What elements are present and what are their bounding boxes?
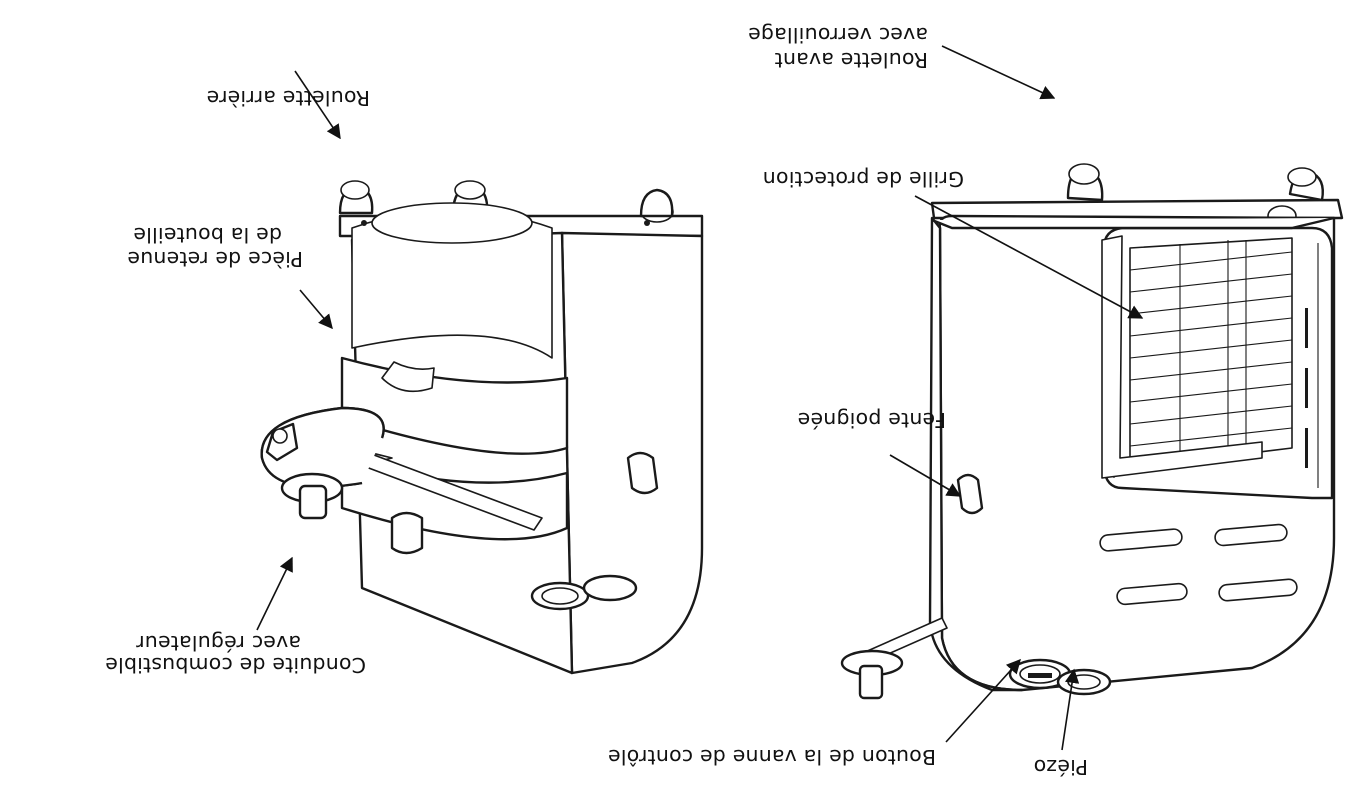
guard-grille (1101, 235, 1308, 479)
rear-wheel-right (338, 180, 374, 215)
front-top-edge (931, 216, 1335, 230)
front-vent-slots (1099, 523, 1298, 606)
label-piezo: Piézo (1033, 755, 1088, 779)
rear-grip-slot (390, 511, 424, 555)
rear-cabinet (560, 231, 704, 675)
rear-knobs (530, 574, 638, 611)
front-fuel-fitting (840, 617, 948, 700)
label-guard-grille: Grille de protection (763, 167, 964, 191)
handle-slot (956, 473, 984, 515)
rear-view-heater (260, 180, 704, 675)
piezo-button (1056, 668, 1112, 696)
rear-handle-slot (626, 451, 659, 495)
leader-lines (256, 45, 1144, 751)
front-side-panel (928, 216, 1024, 692)
front-wheel-left (1287, 167, 1324, 202)
leader-guard-grille (914, 195, 1144, 319)
label-fuel-line-1: Conduite de combustible (105, 653, 366, 677)
label-front-wheel-2: avec verrouillage (748, 23, 928, 47)
front-wheel-right (1066, 163, 1104, 202)
rear-wheel-left (639, 188, 674, 223)
label-front-wheel-1: Roulette avant (775, 48, 928, 72)
front-view-heater (840, 163, 1344, 700)
leader-control-valve-knob (945, 658, 1021, 743)
leader-handle-slot (889, 454, 962, 497)
leader-rear-wheel (294, 70, 341, 140)
label-bottle-retainer-2: de la bouteille (133, 223, 282, 247)
callout-labels: Roulette arrière Pièce de retenue de la … (105, 23, 1088, 779)
leader-piezo (1061, 668, 1080, 751)
label-bottle-retainer-1: Pièce de retenue (127, 247, 303, 271)
label-handle-slot: Fente poignée (797, 408, 946, 432)
label-control-valve-knob: Bouton de la vanne de contrôle (608, 745, 936, 769)
label-rear-wheel: Roulette arrière (206, 86, 370, 110)
leader-front-wheel (941, 45, 1056, 100)
fuel-line-with-regulator (260, 406, 543, 531)
label-fuel-line-2: avec régulateur (136, 631, 301, 655)
leader-fuel-line (256, 556, 293, 631)
leader-bottle-retainer (299, 289, 333, 330)
